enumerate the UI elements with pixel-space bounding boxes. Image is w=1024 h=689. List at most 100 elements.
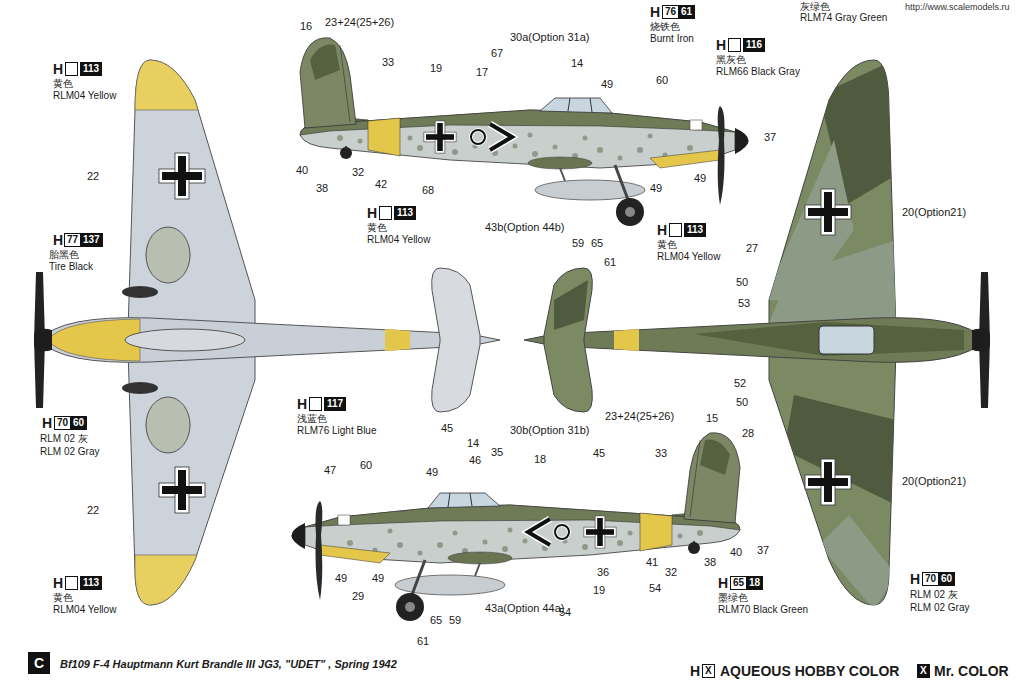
callout-number: 49 [335,572,347,585]
callout-number: 49 [372,572,384,585]
color-name-zh: 黄色 [367,222,387,234]
hobby-code: 65 [730,576,747,590]
callout-number: 40 [730,546,742,559]
callout-number: 59 [449,614,461,627]
color-name: RLM70 Black Green [718,604,808,616]
color-name-zh: 浅蓝色 [297,413,327,425]
color-name: RLM04 Yellow [53,90,116,102]
hobby-prefix: H [650,5,660,19]
mr-color-code: 137 [80,233,103,247]
callout-number: 33 [655,447,667,460]
mr-color-code: 60 [938,572,955,586]
callout-number: 23+24(25+26) [605,410,674,423]
color-name: RLM04 Yellow [53,604,116,616]
callout-number: 15 [706,412,718,425]
color-name-zh: 黄色 [657,239,677,251]
color-name: RLM66 Black Gray [716,66,800,78]
callout-number: 60 [360,459,372,472]
hobby-prefix: H [690,664,700,678]
callout-number: 49 [601,78,613,91]
color-name-zh: 黄色 [53,592,73,604]
callout-number: 37 [764,131,776,144]
callout-number: 54 [649,582,661,595]
callout-number: 36 [597,566,609,579]
callout-number: 50 [736,276,748,289]
mr-color-code: 113 [80,62,102,76]
mr-color-code: 113 [684,223,706,237]
callout-number: 37 [757,544,769,557]
callout-number: 49 [426,466,438,479]
callout-number: 14 [571,57,583,70]
callout-number: 43b(Option 44b) [485,221,565,234]
callout-number: 19 [430,62,442,75]
callout-number: 61 [417,635,429,648]
callout-number: 28 [742,427,754,440]
callout-number: 38 [316,182,328,195]
hobby-prefix: H [718,576,728,590]
mr-color-code: 116 [743,38,765,52]
mr-color-code: 60 [70,416,87,430]
callout-number: 23+24(25+26) [325,16,394,29]
color-name: RLM 02 Gray [40,446,99,458]
mr-color-code: 61 [678,5,695,19]
hobby-code: 70 [54,416,71,430]
callout-number: 30a(Option 31a) [510,31,590,44]
callout-number: 20(Option21) [902,475,966,488]
color-name-zh: 墨绿色 [718,592,748,604]
callout-number: 14 [467,437,479,450]
callout-number: 67 [491,47,503,60]
callout-number: 41 [646,556,658,569]
callout-number: 35 [491,446,503,459]
callout-number: 46 [469,454,481,467]
caption: Bf109 F-4 Hauptmann Kurt Brandle III JG3… [60,657,397,671]
hobby-prefix: H [367,206,377,220]
callout-number: 61 [604,256,616,269]
mr-color-code: 117 [324,397,346,411]
panel-letter-box: C [28,652,50,674]
color-name: RLM74 Gray Green [800,12,887,24]
legend-label: AQUEOUS HOBBY COLOR [720,663,899,679]
color-name: RLM04 Yellow [367,234,430,246]
hobby-prefix: H [53,576,63,590]
callout-number: 40 [296,164,308,177]
callout-number: 68 [422,184,434,197]
callout-number: 59 [572,237,584,250]
callout-number: 38 [704,556,716,569]
hobby-prefix: H [53,233,63,247]
callout-number: 18 [534,453,546,466]
callout-number: 17 [476,66,488,79]
callout-number: 47 [324,464,336,477]
callout-number: 20(Option21) [902,206,966,219]
callout-number: 29 [352,590,364,603]
color-name: RLM04 Yellow [657,251,720,263]
color-name: RLM76 Light Blue [297,425,377,437]
callout-number: 16 [300,20,312,33]
color-name-zh: 黄色 [53,78,73,90]
mr-color-code: 113 [394,206,416,220]
color-name: Burnt Iron [650,33,694,45]
callout-number: 54 [559,606,571,619]
callout-number: 22 [87,504,99,517]
callout-number: 32 [665,566,677,579]
callout-number: 52 [734,377,746,390]
hobby-prefix: H [657,223,667,237]
legend-label: Mr. COLOR [934,663,1009,679]
color-name-zh: 黑灰色 [716,54,746,66]
panel-letter: C [28,652,50,674]
color-name-zh: 灰绿色 [800,1,830,13]
callout-number: 60 [656,74,668,87]
callout-number: 30b(Option 31b) [510,424,590,437]
hobby-code: 70 [922,572,939,586]
callout-number: 45 [441,422,453,435]
color-name: RLM 02 灰 [910,589,958,601]
hobby-prefix: H [910,572,920,586]
color-name-zh: 胎黑色 [49,249,79,261]
callout-number: 43a(Option 44a) [485,602,565,615]
hobby-prefix: H [53,62,63,76]
callout-number: 45 [593,447,605,460]
color-name: Tire Black [49,261,93,273]
mr-color-code: 113 [80,576,102,590]
callout-number: 33 [382,56,394,69]
mr-color-code: X [917,664,930,678]
